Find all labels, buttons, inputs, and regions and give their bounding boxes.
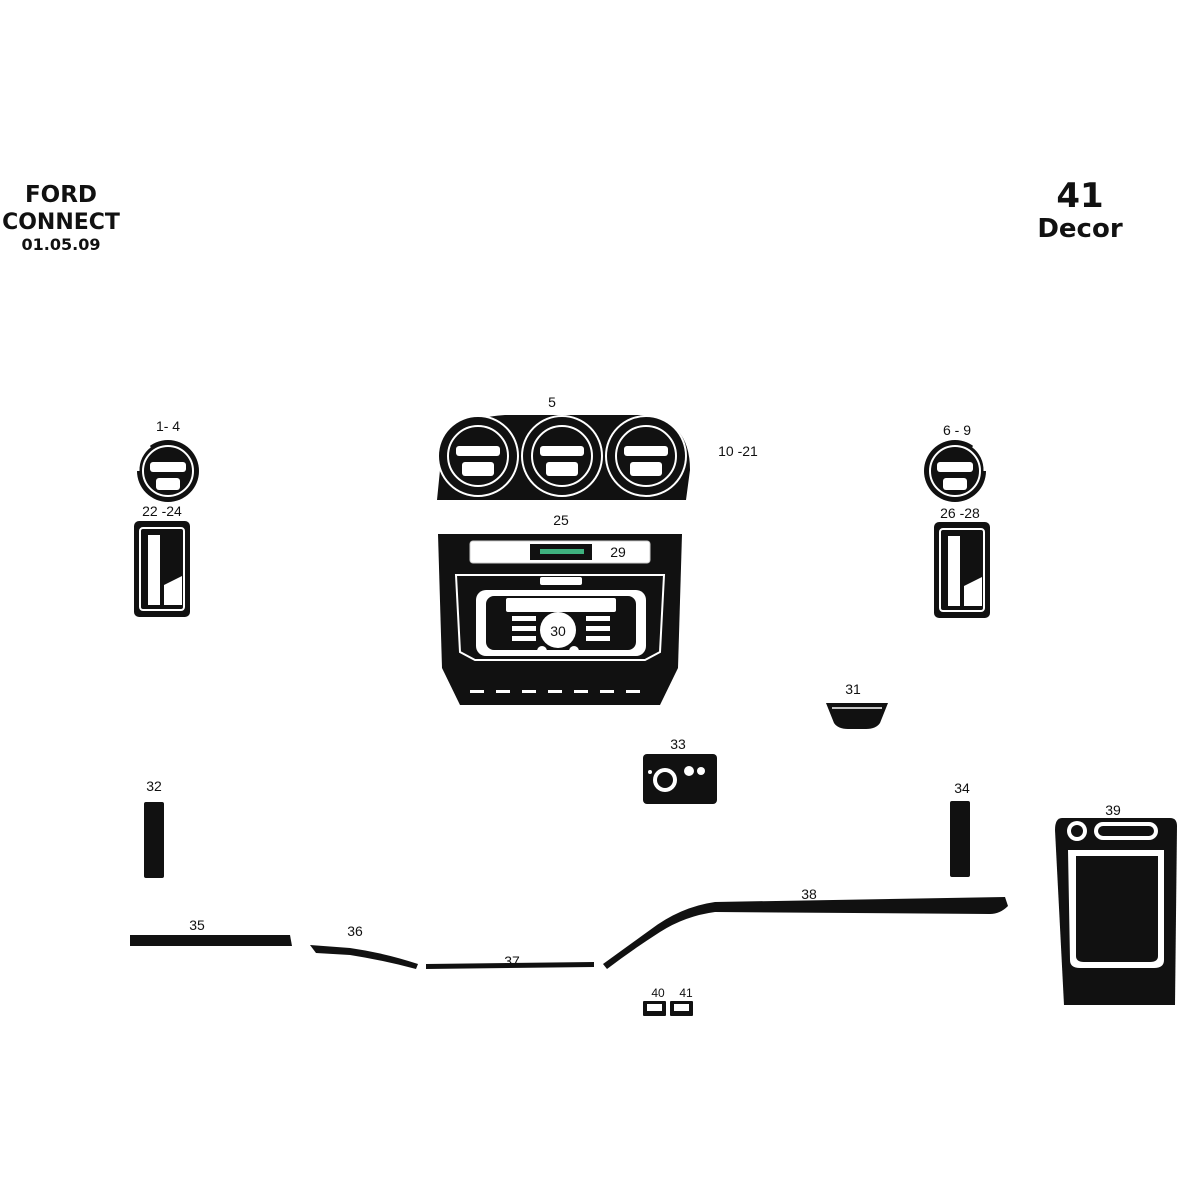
part-36-trim-strip <box>310 945 418 969</box>
label-30: 30 <box>550 623 566 639</box>
label-1-4: 1- 4 <box>156 418 180 434</box>
label-25: 25 <box>553 512 569 528</box>
part-37-trim-strip <box>426 962 594 969</box>
label-31: 31 <box>845 681 861 697</box>
part-39-gear-surround <box>1055 818 1177 1005</box>
center-vent-right <box>605 415 687 497</box>
part-22-24-left-panel <box>134 521 190 617</box>
label-29: 29 <box>610 544 626 560</box>
part-38-long-trim-strip <box>603 897 1008 969</box>
part-5-center-vent-cluster <box>437 415 690 500</box>
part-1-4-left-vent <box>136 440 199 502</box>
part-25-center-console <box>438 534 682 705</box>
piece-count: 41 <box>1056 176 1104 216</box>
part-6-9-right-vent <box>924 440 987 502</box>
center-vent-middle <box>521 415 603 497</box>
kit-type: Decor <box>1037 214 1123 244</box>
part-41-small-tab <box>670 1001 693 1016</box>
model-date: 01.05.09 <box>21 235 101 254</box>
part-31-small-trim <box>826 703 888 729</box>
label-38: 38 <box>801 886 817 902</box>
label-32: 32 <box>146 778 162 794</box>
label-37: 37 <box>504 953 520 969</box>
label-22-24: 22 -24 <box>142 503 182 519</box>
label-26-28: 26 -28 <box>940 505 980 521</box>
vehicle-make: FORD <box>24 182 98 208</box>
label-5: 5 <box>548 394 556 410</box>
label-6-9: 6 - 9 <box>943 422 971 438</box>
part-32-left-strip <box>144 802 164 878</box>
label-34: 34 <box>954 780 970 796</box>
label-40: 40 <box>651 986 665 1000</box>
label-39: 39 <box>1105 802 1121 818</box>
part-40-small-tab <box>643 1001 666 1016</box>
part-34-right-strip <box>950 801 970 877</box>
label-35: 35 <box>189 917 205 933</box>
label-33: 33 <box>670 736 686 752</box>
part-26-28-right-panel <box>934 522 990 618</box>
label-36: 36 <box>347 923 363 939</box>
part-33-switch-panel <box>643 754 717 804</box>
center-vent-left <box>437 415 519 497</box>
vehicle-model: CONNECT <box>2 210 120 235</box>
label-10-21: 10 -21 <box>718 443 758 459</box>
label-41: 41 <box>679 986 693 1000</box>
part-35-trim-strip <box>130 935 292 946</box>
